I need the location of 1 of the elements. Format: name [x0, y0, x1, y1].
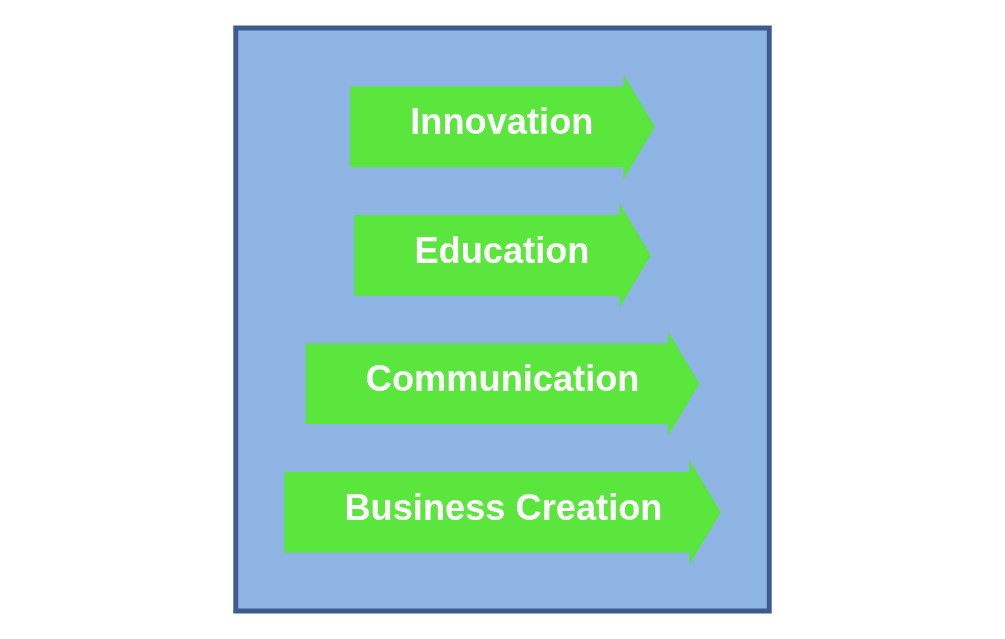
cluster — [233, 25, 772, 614]
